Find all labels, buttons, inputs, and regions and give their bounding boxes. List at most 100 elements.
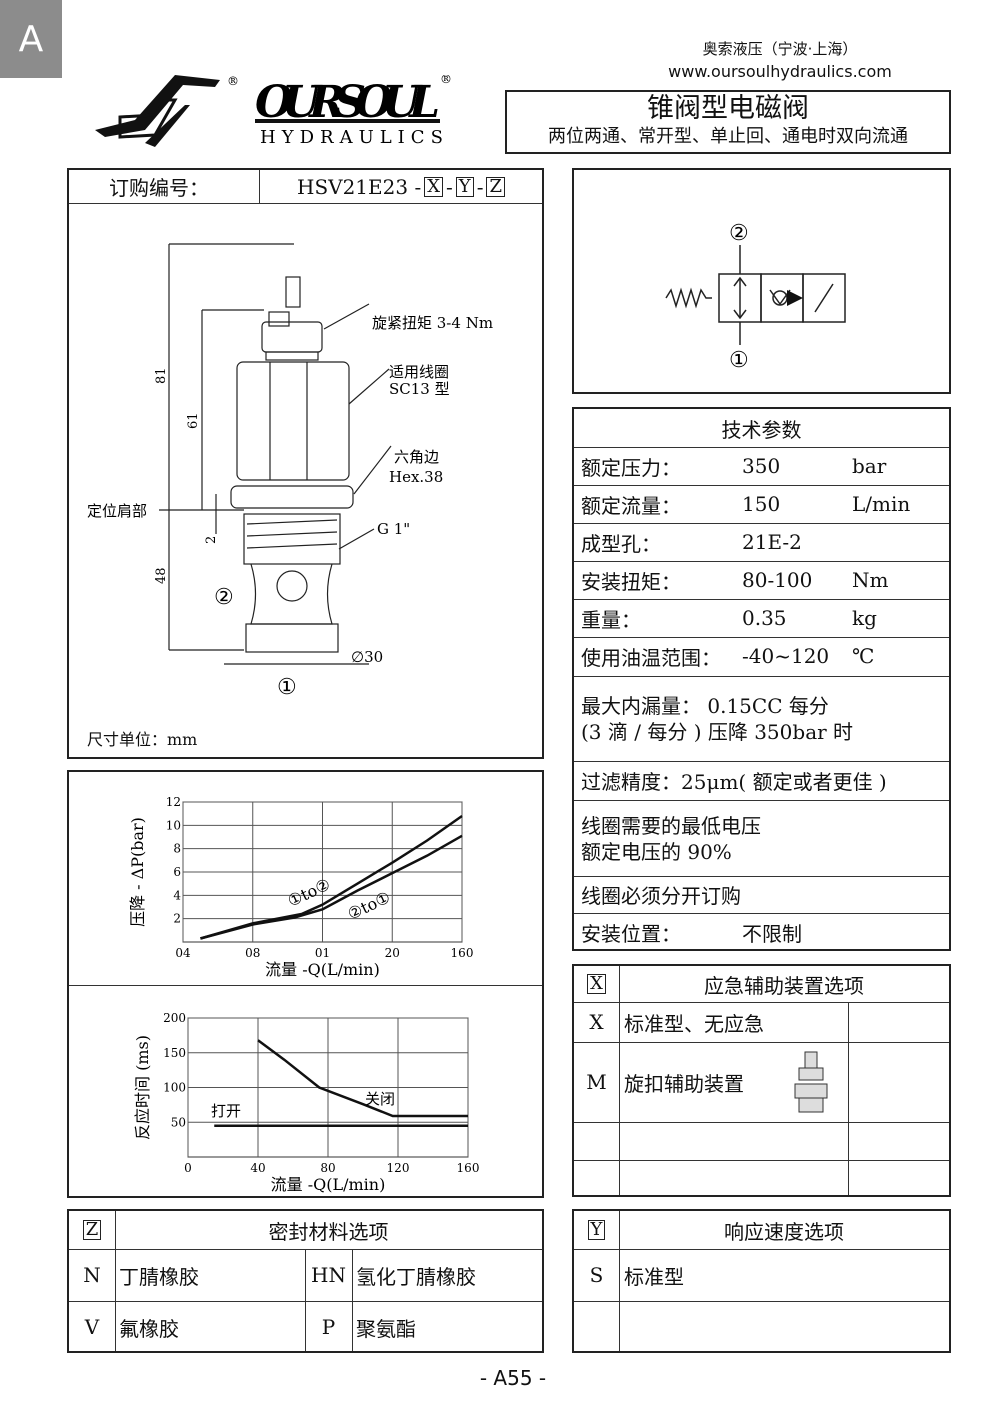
x-tick-label: 160 — [457, 1161, 480, 1175]
tech-label: 额定流量： — [581, 493, 681, 518]
tech-value: 0.35 — [742, 606, 787, 630]
tech-value: 150 — [742, 492, 781, 516]
series-label-open: 打开 — [211, 1102, 241, 1120]
x-options-table: X 应急辅助装置选项 X 标准型、无应急 M 旋扣辅助装置 — [572, 964, 951, 1197]
y-key: Y — [587, 1220, 606, 1240]
y-desc: 标准型 — [624, 1264, 684, 1289]
hex-size-label: Hex.38 — [389, 468, 443, 486]
drawing-box: 订购编号： HSV21E23 - X- Y- Z 81 61 2 48 旋紧扭矩… — [67, 168, 544, 759]
x-desc-m: 旋扣辅助装置 — [624, 1071, 744, 1096]
symbol-port-2: ② — [729, 221, 749, 246]
hex-label: 六角边 — [394, 448, 439, 466]
x-tick-label: 0 — [184, 1161, 192, 1175]
symbol-port-1: ① — [729, 348, 749, 373]
series-line-0 — [257, 1039, 468, 1118]
tech-label: 重量： — [581, 607, 641, 632]
z-desc: 氟橡胶 — [119, 1316, 179, 1341]
y-options-title: 响应速度选项 — [724, 1219, 844, 1244]
title-box: 锥阀型电磁阀 两位两通、常开型、单止回、通电时双向流通 — [505, 90, 951, 154]
section-tab: A — [0, 0, 62, 78]
dash: - — [446, 174, 453, 199]
dim-2: 2 — [204, 536, 219, 544]
tech-label: 成型孔： — [581, 531, 661, 556]
y-axis-label: 反应时间 (ms) — [133, 1035, 152, 1140]
coil-label: 适用线圈 — [389, 363, 449, 381]
manual-override-icon — [794, 1051, 828, 1113]
coil-voltage-line-1: 线圈需要的最低电压 — [581, 814, 761, 838]
coil-type-label: SC13 型 — [389, 380, 450, 398]
x-tick-label: 160 — [451, 946, 474, 960]
x-desc-x: 标准型、无应急 — [624, 1011, 764, 1036]
tech-value: 80-100 — [742, 568, 813, 592]
logo: ® OURSOUL HYDRAULICS ® — [95, 72, 455, 150]
x-tick-label: 40 — [250, 1161, 265, 1175]
y-code: S — [589, 1263, 604, 1287]
leakage-line-1: 最大内漏量： 0.15CC 每分 — [581, 694, 829, 718]
tech-title: 技术参数 — [721, 417, 802, 442]
y-tick-label: 100 — [163, 1081, 186, 1095]
dim-61: 61 — [186, 412, 201, 429]
x-options-title: 应急辅助装置选项 — [704, 973, 864, 998]
z-desc: 丁腈橡胶 — [119, 1264, 199, 1289]
torque-label: 旋紧扭矩 3-4 Nm — [372, 314, 493, 332]
tech-unit: ℃ — [852, 644, 875, 668]
svg-text:®: ® — [227, 75, 239, 88]
svg-text:®: ® — [440, 75, 452, 86]
order-label: 订购编号： — [109, 176, 209, 200]
series-line-0 — [200, 814, 463, 940]
x-key: X — [587, 974, 606, 994]
website: www.oursoulhydraulics.com — [668, 62, 892, 81]
x-tick-label: 04 — [175, 946, 191, 960]
x-tick-label: 08 — [245, 946, 260, 960]
z-desc: 聚氨酯 — [356, 1316, 416, 1341]
order-code: HSV21E23 - X- Y- Z — [297, 170, 505, 203]
z-code: HN — [311, 1263, 346, 1287]
y-tick-label: 50 — [171, 1115, 186, 1129]
series-label-1to2: ①to② — [285, 874, 334, 910]
tech-unit: kg — [852, 606, 877, 630]
x-tick-label: 20 — [385, 946, 400, 960]
product-subtitle: 两位两通、常开型、单止回、通电时双向流通 — [548, 126, 908, 147]
series-label-close: 关闭 — [365, 1090, 395, 1108]
unit-note: 尺寸单位：mm — [87, 730, 198, 749]
tech-label: 额定压力： — [581, 455, 681, 480]
svg-text:HYDRAULICS: HYDRAULICS — [260, 127, 449, 148]
x-code-m: M — [586, 1070, 607, 1094]
x-axis-label: 流量 -Q(L/min) — [265, 960, 380, 979]
z-desc: 氢化丁腈橡胶 — [356, 1264, 476, 1289]
y-tick-label: 200 — [163, 1011, 186, 1025]
y-tick-label: 4 — [173, 888, 181, 902]
z-code: N — [83, 1263, 101, 1287]
order-x: X — [424, 176, 444, 197]
valve-drawing: 81 61 2 48 旋紧扭矩 3-4 Nm 适用线圈 SC13 型 六角边 H… — [87, 243, 493, 700]
dim-81: 81 — [154, 367, 169, 384]
dim-48: 48 — [154, 567, 169, 584]
diameter-label: ∅30 — [351, 648, 383, 666]
product-title: 锥阀型电磁阀 — [647, 93, 809, 124]
hydraulic-symbol-box: ② ① — [572, 168, 951, 394]
port-1-label: ① — [277, 675, 297, 700]
tech-label: 使用油温范围： — [581, 645, 721, 670]
tech-unit: Nm — [852, 568, 889, 592]
tech-value: 350 — [742, 454, 781, 478]
mounting-value: 不限制 — [742, 921, 802, 946]
z-code: V — [84, 1315, 100, 1339]
dash: - — [476, 174, 484, 199]
x-code-x: X — [589, 1010, 604, 1034]
z-options-table: Z 密封材料选项 N 丁腈橡胶 HN 氢化丁腈橡胶 V 氟橡胶 P 聚氨酯 — [67, 1209, 544, 1353]
mounting-label: 安装位置： — [581, 921, 681, 946]
series-line-1 — [200, 834, 463, 940]
y-tick-label: 2 — [173, 912, 181, 926]
tech-unit: L/min — [852, 492, 911, 516]
leakage-line-2: (3 滴 / 每分 ) 压降 350bar 时 — [581, 720, 854, 744]
y-axis-label: 压降 - ΔP(bar) — [128, 817, 147, 927]
company-name: 奥索液压（宁波·上海） — [702, 40, 858, 58]
y-tick-label: 12 — [166, 795, 181, 809]
page-number: - A55 - — [479, 1366, 547, 1390]
valve-symbol: ② ① — [665, 221, 846, 373]
port-2-label: ② — [214, 585, 234, 610]
tech-label: 安装扭矩： — [581, 569, 681, 594]
tech-unit: bar — [852, 454, 887, 478]
